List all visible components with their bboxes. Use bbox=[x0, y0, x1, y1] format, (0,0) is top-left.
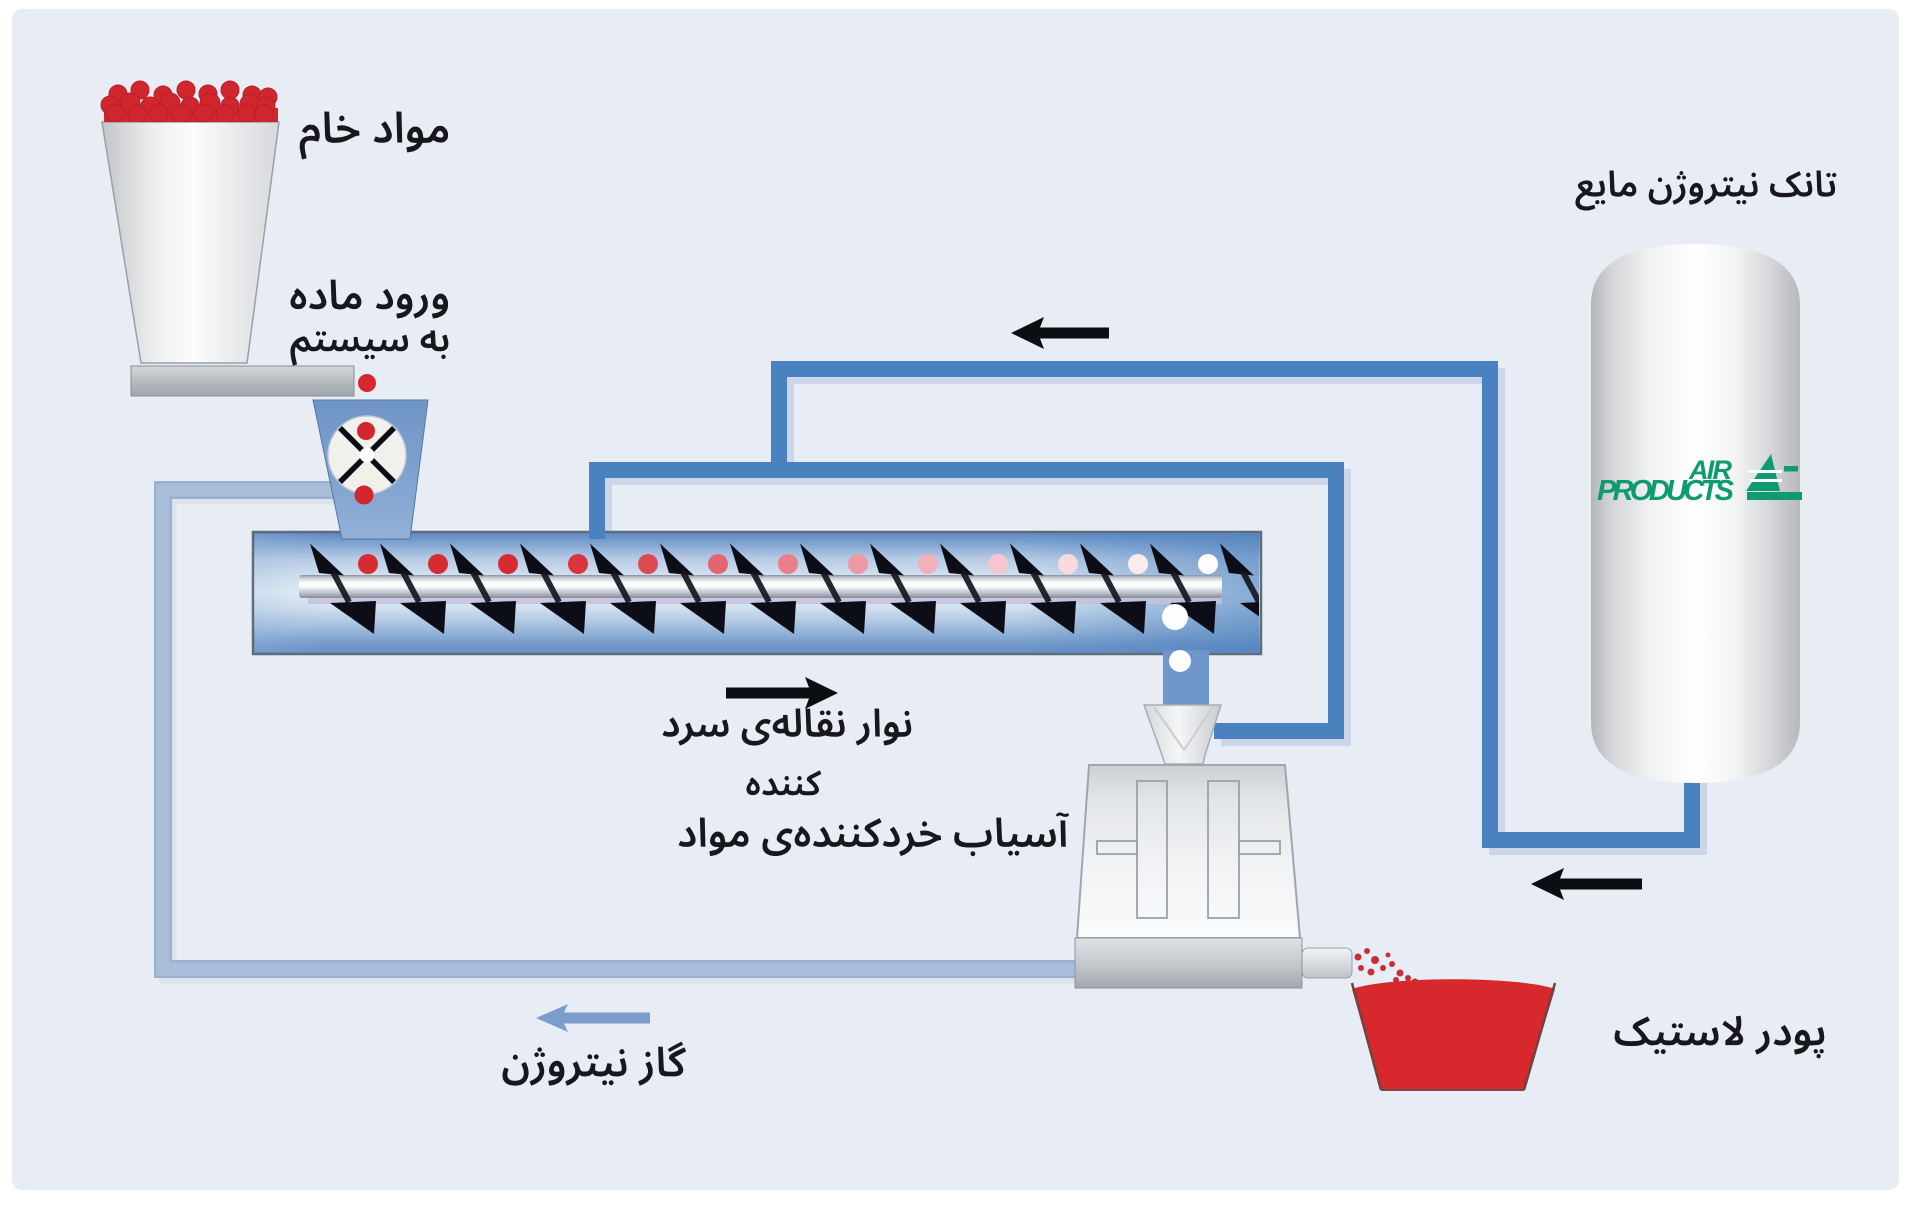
svg-text:PRODUCTS: PRODUCTS bbox=[1597, 475, 1735, 507]
svg-text:AIR: AIR bbox=[1688, 455, 1733, 485]
